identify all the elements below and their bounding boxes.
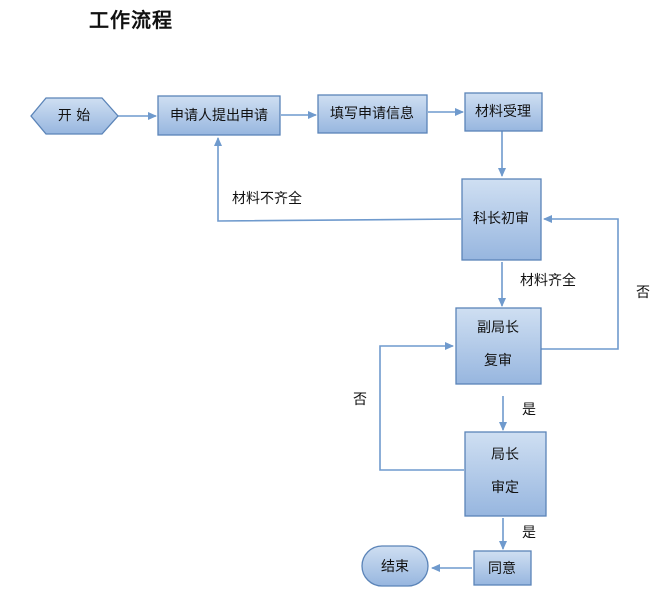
node-fill-info: 填写申请信息 (317, 94, 428, 134)
accept-label: 材料受理 (475, 104, 531, 120)
connectors (118, 108, 619, 572)
director-review-box (464, 431, 547, 517)
page-title: 工作流程 (89, 8, 173, 32)
edge-label-yes-2: 是 (522, 525, 536, 541)
node-agree: 同意 (473, 550, 532, 586)
apply-box (157, 95, 281, 136)
node-accept: 材料受理 (464, 92, 543, 132)
agree-label: 同意 (488, 560, 516, 577)
director-review-label-1: 局长 (491, 447, 519, 463)
edge-label-yes-1: 是 (522, 402, 536, 418)
node-director-review: 局长 审定 (464, 431, 547, 517)
node-deputy-review: 副局长 复审 (455, 307, 542, 385)
section-review-label: 科长初审 (473, 210, 529, 227)
deputy-review-box (455, 307, 542, 385)
arrow-deputy-no-loop (541, 215, 619, 350)
end-shape (361, 545, 429, 587)
edge-label-incomplete: 材料不齐全 (232, 190, 302, 207)
fill-info-label: 填写申请信息 (330, 105, 414, 122)
arrow-director-no-loop (379, 342, 464, 471)
accept-box (464, 92, 543, 132)
node-section-review: 科长初审 (461, 178, 542, 261)
edge-label-no-left: 否 (353, 392, 367, 408)
edge-label-no-right: 否 (636, 285, 650, 301)
deputy-review-label-1: 副局长 (477, 320, 519, 336)
section-review-box (461, 178, 542, 261)
deputy-review-label-2: 复审 (484, 352, 512, 369)
apply-label: 申请人提出申请 (170, 108, 268, 124)
node-end: 结束 (361, 545, 429, 587)
end-label: 结束 (381, 559, 409, 575)
fill-info-box (317, 94, 428, 134)
node-apply: 申请人提出申请 (157, 95, 281, 136)
start-shape (30, 97, 119, 135)
edge-label-complete: 材料齐全 (520, 272, 576, 289)
start-label: 开 始 (58, 108, 90, 124)
arrow-incomplete-loop (214, 137, 462, 222)
director-review-label-2: 审定 (491, 480, 519, 496)
agree-box (473, 550, 532, 586)
node-start: 开 始 (30, 97, 119, 135)
